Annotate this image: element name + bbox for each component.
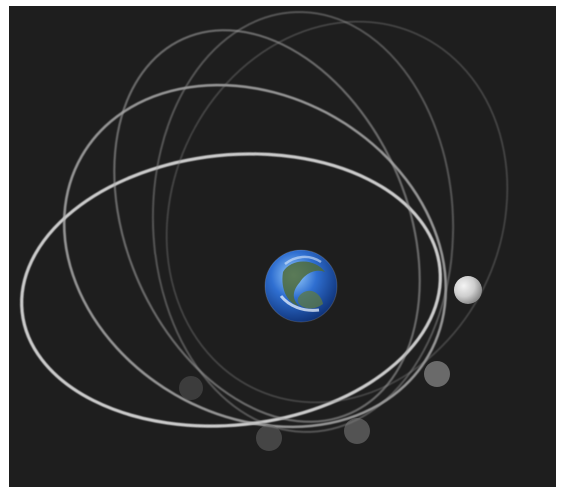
moon — [454, 276, 482, 304]
moon-ghost-2 — [256, 425, 282, 451]
moon-ghost-3 — [344, 418, 370, 444]
moon-positions — [179, 276, 482, 451]
moon-ghost-1 — [179, 376, 203, 400]
orbit-ellipse-5 — [165, 20, 509, 404]
moon-ghost-4 — [424, 361, 450, 387]
orbit-ellipse-3 — [113, 29, 421, 423]
orbits — [20, 11, 509, 433]
orbit-ellipse-4 — [151, 11, 455, 433]
earth — [264, 249, 338, 323]
orbit-ellipse-2 — [62, 83, 448, 429]
orbit-diagram — [20, 11, 509, 451]
space-background — [9, 6, 556, 487]
orbit-ellipse-1 — [20, 152, 442, 428]
